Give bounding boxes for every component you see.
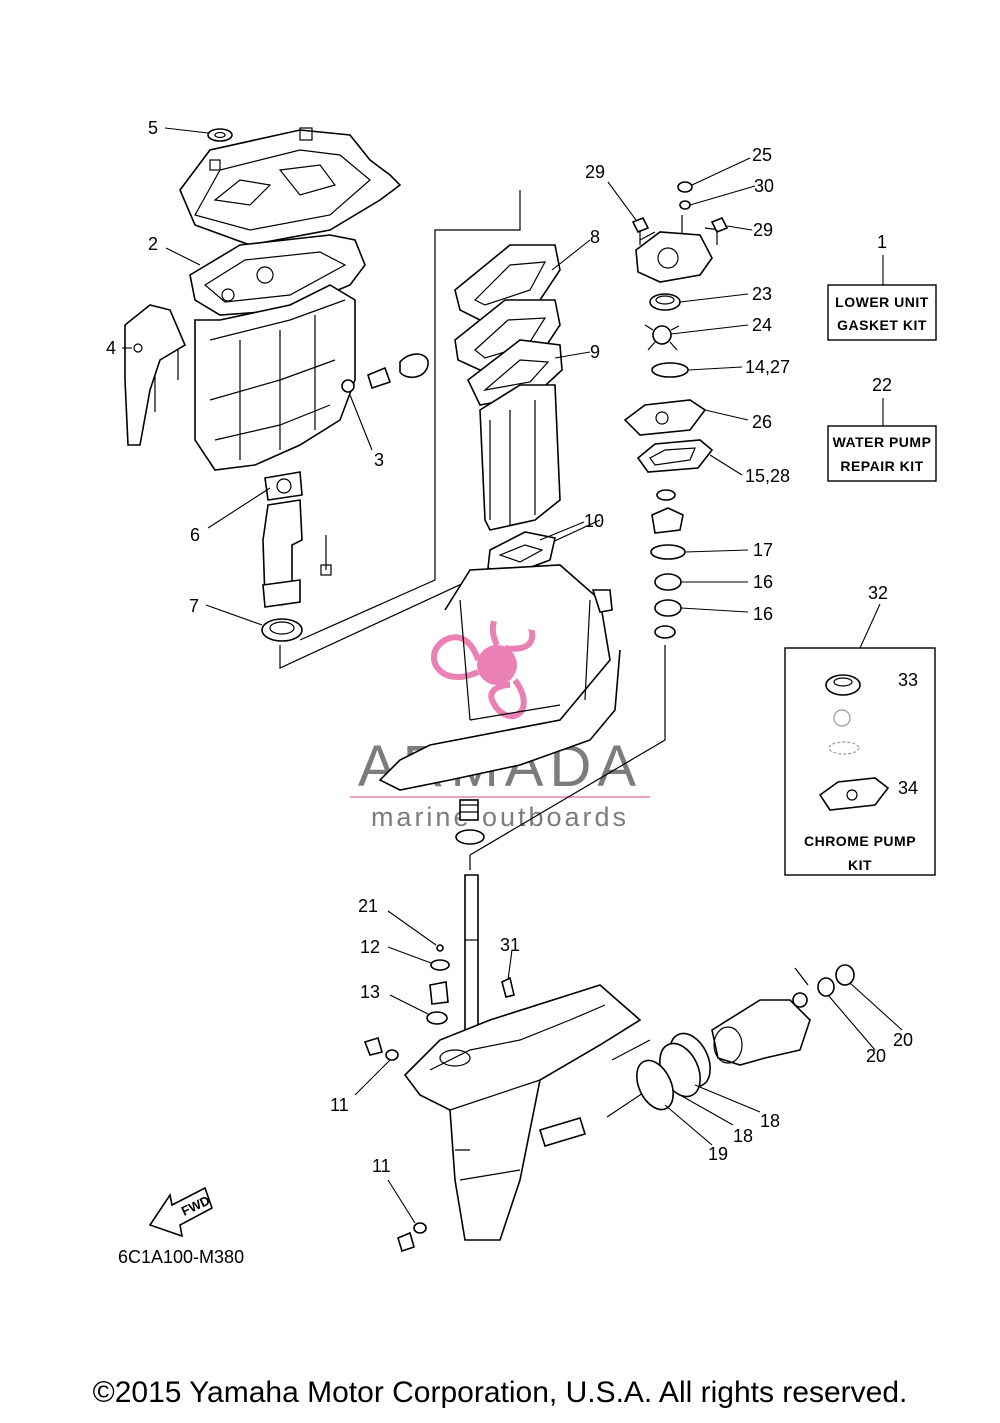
callout: 5: [148, 118, 158, 138]
kit-part-33: 33: [898, 670, 918, 690]
kit-part-34: 34: [898, 778, 918, 798]
callout: 14,27: [745, 357, 790, 377]
diagram-code: 6C1A100-M380: [118, 1247, 244, 1267]
water-pump-assembly: [623, 181, 729, 639]
copyright-notice: ©2015 Yamaha Motor Corporation, U.S.A. A…: [92, 1376, 908, 1409]
kit-title-line1: LOWER UNIT: [835, 294, 929, 310]
kit-title-line2: KIT: [848, 857, 872, 873]
kit-title-line2: GASKET KIT: [837, 317, 927, 333]
upper-casing-assembly: [124, 127, 429, 471]
callout: 30: [754, 176, 774, 196]
callout: 9: [590, 342, 600, 362]
callout: 4: [106, 338, 116, 358]
chrome-pump-kit: 32 33 34 CHROME PUMP KIT: [784, 583, 936, 876]
leader-lines: [122, 127, 903, 1224]
callout: 3: [374, 450, 384, 470]
callout: 18: [760, 1111, 780, 1131]
callout: 26: [752, 412, 772, 432]
callout: 10: [584, 511, 604, 531]
callout: 2: [148, 234, 158, 254]
callout: 29: [585, 162, 605, 182]
callout: 7: [189, 596, 199, 616]
callout-labels: 5 2 4 3 6 7 8 9 10 29 25 30 29 23 24 14,…: [106, 118, 913, 1176]
kit-ref: 32: [868, 583, 888, 603]
kit-ref: 22: [872, 375, 892, 395]
callout: 20: [866, 1046, 886, 1066]
callout: 8: [590, 227, 600, 247]
exhaust-guide-assembly: [261, 471, 332, 642]
drive-shaft-housing: [378, 564, 621, 845]
kit-title-line1: CHROME PUMP: [804, 833, 916, 849]
lower-unit-assembly: [363, 874, 855, 1253]
fwd-arrow: FWD: [148, 1186, 213, 1238]
callout: 12: [360, 937, 380, 957]
callout: 18: [733, 1126, 753, 1146]
callout: 13: [360, 982, 380, 1002]
kit-ref: 1: [877, 232, 887, 252]
water-pump-repair-kit: 22 WATER PUMP REPAIR KIT: [827, 375, 937, 482]
callout: 25: [752, 145, 772, 165]
callout: 15,28: [745, 466, 790, 486]
callout: 11: [372, 1156, 391, 1176]
callout: 17: [753, 540, 773, 560]
callout: 6: [190, 525, 200, 545]
callout: 31: [500, 935, 520, 955]
kit-title-line1: WATER PUMP: [833, 434, 932, 450]
watermark-sub: marine outboards: [371, 802, 629, 832]
callout: 20: [893, 1030, 913, 1050]
callout: 21: [358, 896, 378, 916]
lower-unit-gasket-kit: 1 LOWER UNIT GASKET KIT: [827, 232, 937, 341]
callout: 23: [752, 284, 772, 304]
callout: 11: [330, 1095, 349, 1115]
callout: 16: [753, 572, 773, 592]
callout: 24: [752, 315, 772, 335]
kit-title-line2: REPAIR KIT: [840, 458, 923, 474]
gasket-stack: [454, 244, 563, 576]
callout: 29: [753, 220, 773, 240]
callout: 16: [753, 604, 773, 624]
callout: 19: [708, 1144, 728, 1164]
